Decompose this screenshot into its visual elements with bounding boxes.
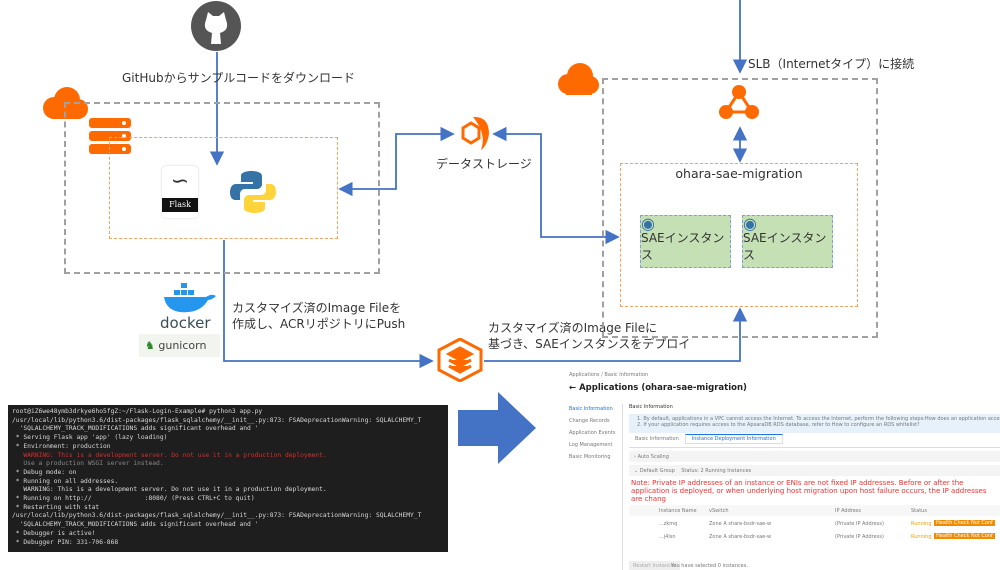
nav-change-records[interactable]: Change Records bbox=[569, 418, 610, 424]
nav-basic-information[interactable]: Basic Information bbox=[569, 406, 613, 412]
github-label: GitHubからサンプルコードをダウンロード bbox=[122, 71, 355, 85]
cloud-icon bbox=[43, 87, 88, 119]
docker-icon: docker bbox=[160, 283, 216, 330]
python-icon: ◉ bbox=[641, 214, 655, 233]
flask-icon: ∽ Flask bbox=[162, 166, 198, 218]
slb-icon bbox=[719, 85, 759, 119]
tabs: Basic Information Instance Deployment Inf… bbox=[629, 434, 1000, 448]
sae-vpc-boundary bbox=[602, 78, 878, 338]
push-arrow bbox=[223, 240, 434, 369]
github-icon bbox=[191, 1, 241, 51]
info-notice: 1. By default, applications in a VPC can… bbox=[629, 414, 1000, 433]
svg-text:docker: docker bbox=[160, 314, 211, 330]
terminal-screenshot: root@iZ6we48ymb3drkye6ho5fgZ:~/Flask-Log… bbox=[8, 405, 448, 552]
tab-instance-deployment[interactable]: Instance Deployment Information bbox=[684, 434, 783, 444]
page-title: ← Applications (ohara-sae-migration) bbox=[569, 383, 747, 393]
deploy-arrow bbox=[484, 307, 748, 362]
python-icon bbox=[230, 171, 276, 213]
sae-console-screenshot: Applications / Basic Information ← Appli… bbox=[565, 368, 1000, 570]
ecs-instance-boundary bbox=[109, 137, 338, 239]
auto-scaling-row[interactable]: › Auto Scaling bbox=[629, 451, 1000, 462]
selected-count: You have selected 0 instances. bbox=[671, 563, 748, 569]
storage-arrow-left bbox=[338, 126, 455, 197]
container-registry-icon bbox=[437, 338, 483, 382]
python-icon: ◉ bbox=[743, 214, 757, 233]
sae-instance-1: ◉SAEインスタンス bbox=[640, 214, 731, 268]
connector-lines bbox=[209, 0, 748, 369]
gunicorn-logo: ♞ gunicorn bbox=[139, 334, 220, 357]
build-label: カスタマイズ済のImage Fileを作成し、ACRリポジトリにPush bbox=[232, 301, 406, 331]
sae-application-boundary bbox=[620, 163, 858, 307]
default-group-row[interactable]: ⌄ Default Group Status: 2 Running Instan… bbox=[629, 465, 1000, 476]
sae-instance-2: ◉SAEインスタンス bbox=[742, 214, 833, 268]
tab-basic-information[interactable]: Basic Information bbox=[635, 436, 679, 442]
storage-label: データストレージ bbox=[436, 157, 532, 171]
deploy-label: カスタマイズ済のImage Fileに基づき、SAEインスタンスをデプロイ bbox=[488, 321, 691, 351]
nav-log-management[interactable]: Log Management bbox=[569, 442, 613, 448]
vpc-boundary bbox=[64, 102, 380, 274]
slb-label: SLB（Internetタイプ）に接続 bbox=[748, 57, 915, 71]
big-right-arrow bbox=[458, 392, 536, 464]
flask-label: Flask bbox=[162, 198, 198, 212]
storage-arrow-right bbox=[492, 126, 620, 245]
app-label: ohara-sae-migration bbox=[675, 166, 803, 181]
nav-application-events[interactable]: Application Events bbox=[569, 430, 616, 436]
restart-button[interactable]: Restart Instances bbox=[629, 561, 681, 570]
cloud-icon-right bbox=[558, 63, 599, 95]
section-title: Basic Information bbox=[629, 404, 673, 410]
data-storage-icon bbox=[461, 116, 489, 150]
ip-note: Note: Private IP addresses of an instanc… bbox=[631, 479, 987, 503]
breadcrumb: Applications / Basic Information bbox=[569, 372, 649, 378]
nav-basic-monitoring[interactable]: Basic Monitoring bbox=[569, 454, 611, 460]
